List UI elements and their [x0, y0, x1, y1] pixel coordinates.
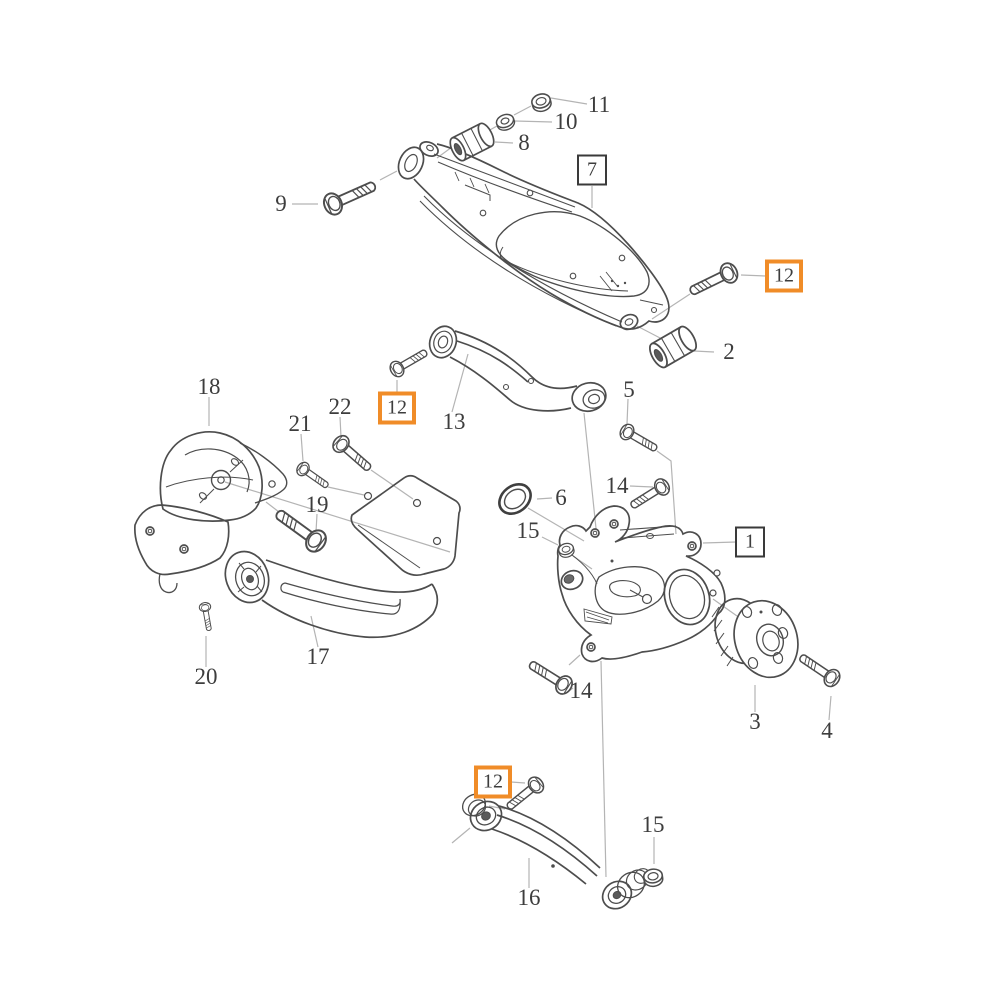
callout-19: 19 [305, 492, 329, 517]
callout-12-orange-mid[interactable]: 12 [378, 391, 416, 425]
knuckle-1-drawing [556, 505, 726, 663]
seal-6-drawing [498, 483, 576, 560]
callout-17: 17 [306, 644, 330, 669]
bolt-9-drawing [319, 174, 381, 219]
callout-12-orange-top[interactable]: 12 [765, 259, 803, 293]
callout-21: 21 [288, 411, 312, 436]
callout-10: 10 [554, 109, 578, 134]
callout-8: 8 [518, 130, 530, 155]
trailing-arm-17-drawing [134, 431, 461, 639]
callout-14-bottom: 14 [569, 678, 593, 703]
nut-15-bottom-drawing [641, 867, 665, 889]
bushing-2-drawing [645, 322, 701, 372]
callout-18: 18 [197, 374, 221, 399]
upper-link-13-drawing [386, 325, 607, 413]
callout-15-bottom: 15 [641, 812, 665, 837]
bolt-5-drawing [616, 421, 662, 457]
callout-20: 20 [194, 664, 218, 689]
bolt-14-top-drawing [626, 475, 674, 514]
callout-13: 13 [442, 409, 466, 434]
bushing-8-drawing [319, 91, 742, 372]
bolt-12-mid-drawing [386, 344, 432, 380]
callout-7-boxed[interactable]: 7 [577, 154, 607, 186]
callout-12-orange-bottom[interactable]: 12 [474, 765, 512, 799]
callout-3: 3 [749, 709, 761, 734]
upper-control-arm-drawing [397, 141, 670, 331]
callout-16: 16 [517, 885, 541, 910]
callout-5: 5 [623, 377, 635, 402]
bolt-4-drawing [794, 648, 844, 691]
bolt-20-drawing [198, 601, 216, 633]
callout-2: 2 [723, 339, 735, 364]
bolt-12-top-drawing [685, 259, 742, 302]
shield-18-drawing [159, 431, 288, 522]
bolt-14-bottom-drawing [524, 655, 577, 698]
callout-22: 22 [328, 394, 352, 419]
callout-6: 6 [555, 485, 567, 510]
callout-1-boxed[interactable]: 1 [735, 526, 765, 558]
lower-link-16-drawing [461, 773, 665, 910]
callout-15-mid: 15 [516, 518, 540, 543]
bolt-21-drawing [293, 459, 333, 493]
callout-11: 11 [587, 92, 611, 117]
bolt-22-drawing [328, 431, 377, 477]
callout-9: 9 [275, 191, 287, 216]
callout-14-top: 14 [605, 473, 629, 498]
callout-4: 4 [821, 718, 833, 743]
leader-lines [205, 97, 832, 888]
hub-3-drawing [711, 597, 799, 679]
